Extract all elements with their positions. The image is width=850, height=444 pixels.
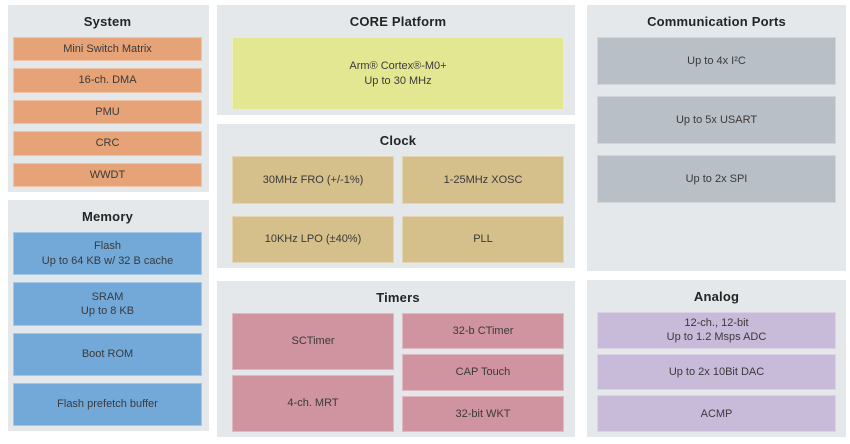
section-clock: Clock 30MHz FRO (+/-1%) 1-25MHz XOSC 10K… bbox=[217, 124, 575, 268]
section-memory-title: Memory bbox=[81, 209, 134, 224]
section-core-platform: CORE Platform Arm® Cortex®-M0+ Up to 30 … bbox=[217, 5, 575, 115]
section-timers-blocks: SCTimer 4-ch. MRT 32-b CTimer CAP Touch … bbox=[232, 313, 564, 432]
section-communication-ports-blocks: Up to 4x I²C Up to 5x USART Up to 2x SPI bbox=[597, 37, 836, 266]
section-analog-title: Analog bbox=[693, 289, 740, 304]
block-ctimer: 32-b CTimer bbox=[402, 313, 564, 350]
block-mrt: 4-ch. MRT bbox=[232, 375, 394, 432]
block-sctimer: SCTimer bbox=[232, 313, 394, 370]
block-acmp: ACMP bbox=[597, 395, 836, 433]
section-analog: Analog 12-ch., 12-bit Up to 1.2 Msps ADC… bbox=[587, 280, 846, 437]
block-mini-switch-matrix: Mini Switch Matrix bbox=[13, 37, 202, 62]
section-clock-blocks: 30MHz FRO (+/-1%) 1-25MHz XOSC 10KHz LPO… bbox=[232, 156, 564, 263]
section-timers: Timers SCTimer 4-ch. MRT 32-b CTimer CAP… bbox=[217, 281, 575, 437]
block-lpo: 10KHz LPO (±40%) bbox=[232, 215, 394, 263]
block-spi: Up to 2x SPI bbox=[597, 155, 836, 203]
section-timers-title: Timers bbox=[376, 290, 420, 305]
section-system: System Mini Switch Matrix 16-ch. DMA PMU… bbox=[8, 5, 209, 192]
block-xosc: 1-25MHz XOSC bbox=[402, 156, 564, 204]
block-flash: Flash Up to 64 KB w/ 32 B cache bbox=[13, 232, 202, 276]
block-i2c: Up to 4x I²C bbox=[597, 37, 836, 85]
block-dma: 16-ch. DMA bbox=[13, 68, 202, 93]
block-cortex-m0plus: Arm® Cortex®-M0+ Up to 30 MHz bbox=[232, 37, 564, 110]
block-cap-touch: CAP Touch bbox=[402, 354, 564, 391]
section-memory: Memory Flash Up to 64 KB w/ 32 B cache S… bbox=[8, 200, 209, 431]
section-system-title: System bbox=[83, 14, 132, 29]
section-core-platform-blocks: Arm® Cortex®-M0+ Up to 30 MHz bbox=[232, 37, 564, 110]
section-communication-ports-title: Communication Ports bbox=[647, 14, 786, 29]
block-boot-rom: Boot ROM bbox=[13, 332, 202, 376]
section-analog-blocks: 12-ch., 12-bit Up to 1.2 Msps ADC Up to … bbox=[597, 312, 836, 433]
block-flash-prefetch-buffer: Flash prefetch buffer bbox=[13, 382, 202, 426]
block-crc: CRC bbox=[13, 131, 202, 156]
block-sram: SRAM Up to 8 KB bbox=[13, 282, 202, 326]
section-core-platform-title: CORE Platform bbox=[349, 14, 447, 29]
section-memory-blocks: Flash Up to 64 KB w/ 32 B cache SRAM Up … bbox=[13, 232, 202, 426]
block-wkt: 32-bit WKT bbox=[402, 395, 564, 432]
block-fro: 30MHz FRO (+/-1%) bbox=[232, 156, 394, 204]
block-wwdt: WWDT bbox=[13, 162, 202, 188]
block-adc: 12-ch., 12-bit Up to 1.2 Msps ADC bbox=[597, 312, 836, 349]
block-pll: PLL bbox=[402, 215, 564, 263]
block-pmu: PMU bbox=[13, 99, 202, 125]
section-communication-ports: Communication Ports Up to 4x I²C Up to 5… bbox=[587, 5, 846, 271]
section-system-blocks: Mini Switch Matrix 16-ch. DMA PMU CRC WW… bbox=[13, 37, 202, 188]
block-usart: Up to 5x USART bbox=[597, 96, 836, 144]
block-dac: Up to 2x 10Bit DAC bbox=[597, 353, 836, 391]
section-clock-title: Clock bbox=[379, 133, 417, 148]
